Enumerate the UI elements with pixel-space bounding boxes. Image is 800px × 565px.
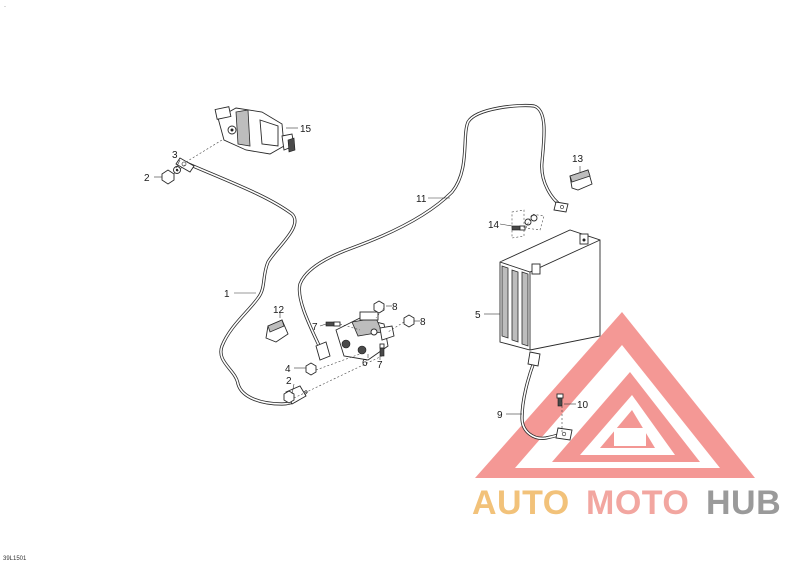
battery-positive-cable [297,103,569,361]
callout-8-upper: 8 [392,302,398,313]
battery [499,229,601,351]
callout-10: 10 [577,400,589,411]
callout-15: 15 [300,124,312,135]
callout-3: 3 [172,150,178,161]
callout-labels: 15 3 2 1 12 4 2 7 8 8 6 7 11 13 14 5 9 1… [144,124,589,421]
starter-motor [214,106,296,155]
callout-7-upper: 7 [312,322,318,333]
callout-8-lower: 8 [420,317,426,328]
terminal-cap-12 [265,319,289,343]
battery-negative-cable [520,351,573,441]
starter-solenoid [335,311,395,361]
watermark-word-moto: MOTO [586,484,689,522]
callout-1: 1 [224,289,230,300]
assembly-lines [173,139,563,432]
callout-9: 9 [497,410,503,421]
callout-5: 5 [475,310,481,321]
callout-2-upper: 2 [144,173,150,184]
callout-4: 4 [285,364,291,375]
leader-lines [154,127,581,415]
callout-14: 14 [488,220,500,231]
hardware-parts [161,166,564,407]
watermark-word-hub: HUB [706,484,781,522]
callout-6: 6 [362,358,368,369]
callout-2-lower: 2 [286,376,292,387]
watermark-word-auto: AUTO [472,484,570,522]
watermark-text: AUTO MOTO HUB [472,484,781,522]
callout-13: 13 [572,154,584,165]
callout-11: 11 [416,194,427,205]
watermark-logo-icon [475,312,755,478]
corner-mark: · [4,4,6,10]
callout-12: 12 [273,305,285,316]
terminal-cap-13 [569,169,593,191]
callout-7-lower: 7 [377,360,383,371]
reference-code: 39L1501 [3,556,27,562]
